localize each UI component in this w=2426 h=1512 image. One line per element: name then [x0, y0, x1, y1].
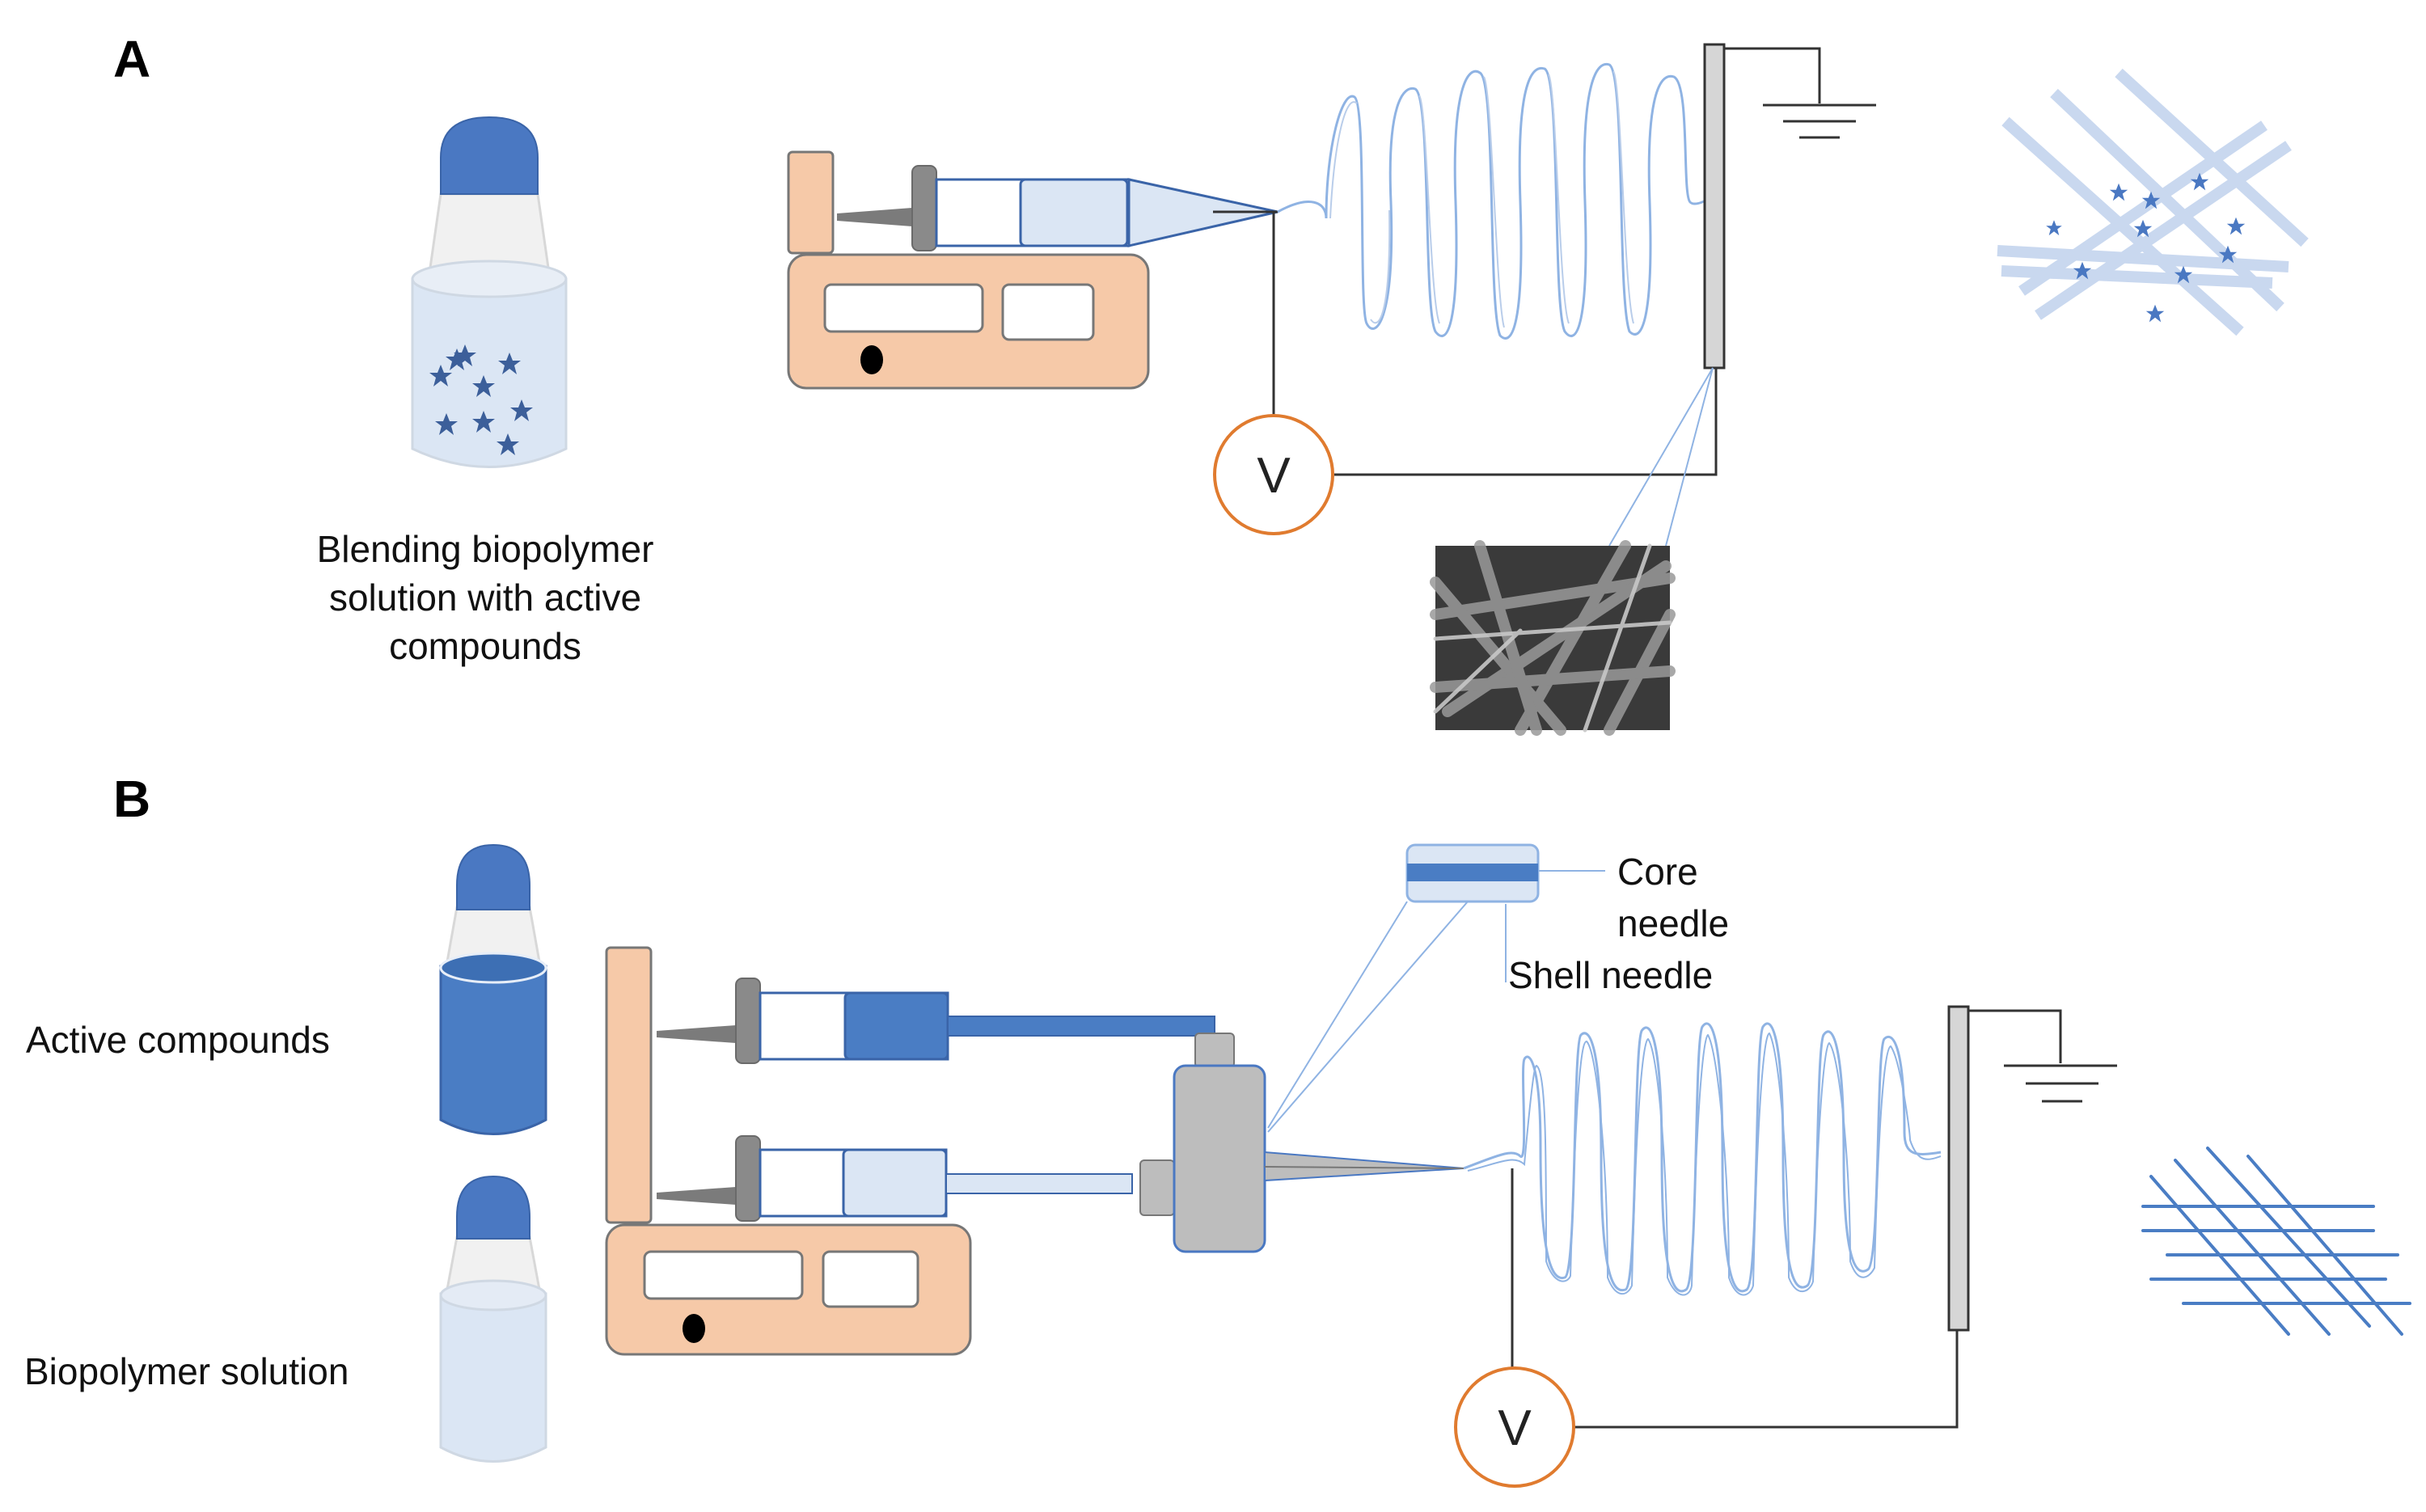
caption-line-3: compounds — [389, 625, 581, 667]
ground-icon — [1763, 103, 1876, 139]
bottle-icon — [411, 116, 568, 468]
collector-plate — [1947, 1005, 1970, 1332]
panel-a-label: A — [113, 30, 150, 88]
caption-line-1: Blending biopolymer — [317, 528, 654, 570]
collector-plate — [1703, 43, 1726, 370]
syringe-pump-icon — [605, 946, 1215, 1356]
needle-cross-section — [1405, 843, 1540, 903]
bottle-icon — [439, 843, 547, 1135]
fiber-jet — [1277, 62, 1716, 340]
panel-a: A Blending biopolymer solution with acti… — [113, 30, 2309, 736]
voltmeter-icon: V — [1454, 1366, 1575, 1488]
bottle-icon — [439, 1175, 547, 1463]
ground-icon — [2004, 1064, 2117, 1103]
core-needle-label-line-2: needle — [1617, 902, 1729, 944]
fiber-mat-with-compounds — [1997, 68, 2309, 336]
syringe-pump-icon — [787, 150, 1279, 390]
panel-b-label: B — [113, 770, 150, 828]
coaxial-nozzle-icon — [1139, 1033, 1464, 1253]
fiber-mat — [2141, 1147, 2411, 1336]
voltmeter-a-label: V — [1257, 448, 1291, 504]
panel-b: B Active compounds Biopolymer solution — [24, 770, 2411, 1488]
biopolymer-solution-label: Biopolymer solution — [24, 1350, 349, 1392]
caption-line-2: solution with active — [329, 577, 641, 619]
active-compounds-label: Active compounds — [26, 1019, 330, 1061]
core-needle-label-line-1: Core — [1617, 851, 1698, 893]
voltmeter-b-label: V — [1498, 1400, 1532, 1456]
voltmeter-icon: V — [1213, 414, 1334, 535]
shell-needle-label: Shell needle — [1508, 954, 1713, 996]
sem-image-icon — [1430, 540, 1676, 736]
